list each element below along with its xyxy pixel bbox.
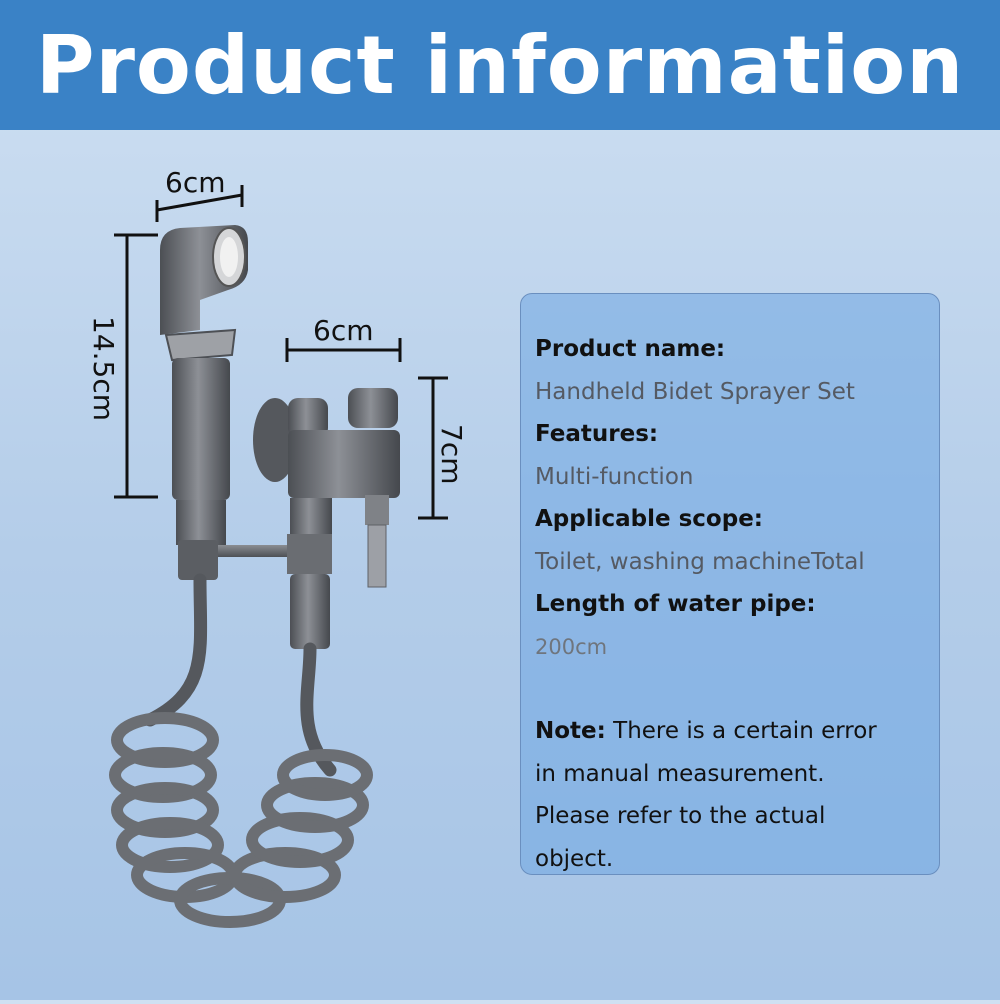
angle-valve-image bbox=[253, 388, 400, 649]
features-row: Features: bbox=[535, 413, 925, 456]
dim-label-handle-width: 6cm bbox=[165, 166, 225, 199]
features-value: Multi-function bbox=[535, 463, 694, 490]
scope-value-row: Toilet, washing machineTotal bbox=[535, 541, 925, 584]
product-name-value: Handheld Bidet Sprayer Set bbox=[535, 378, 855, 405]
note-block: Note: There is a certain error in manual… bbox=[535, 710, 925, 880]
pipe-label: Length of water pipe: bbox=[535, 591, 816, 617]
pipe-value-row: 200cm bbox=[535, 626, 925, 669]
dim-handle-width: 6cm bbox=[155, 166, 244, 222]
dim-valve-height: 7cm bbox=[418, 376, 468, 520]
product-name-label: Product name: bbox=[535, 336, 726, 362]
pipe-value: 200cm bbox=[535, 634, 608, 659]
product-name-value-row: Handheld Bidet Sprayer Set bbox=[535, 371, 925, 414]
dim-label-valve-width: 6cm bbox=[313, 314, 373, 347]
scope-label: Applicable scope: bbox=[535, 506, 763, 532]
scope-value: Toilet, washing machineTotal bbox=[535, 548, 865, 575]
dim-label-handle-height: 14.5cm bbox=[87, 316, 120, 421]
note-line-4: object. bbox=[535, 845, 614, 872]
note-label: Note: bbox=[535, 718, 606, 744]
dim-label-valve-height: 7cm bbox=[435, 424, 468, 484]
note-line-1: Note: There is a certain error bbox=[535, 710, 925, 753]
note-line-3: Please refer to the actual bbox=[535, 803, 826, 829]
note-text-1: There is a certain error bbox=[605, 718, 877, 744]
scope-row: Applicable scope: bbox=[535, 498, 925, 541]
features-value-row: Multi-function bbox=[535, 456, 925, 499]
dim-valve-width: 6cm bbox=[285, 314, 402, 362]
coiled-hose-image bbox=[109, 573, 373, 928]
note-line-2: in manual measurement. bbox=[535, 760, 825, 787]
sprayer-handle-image bbox=[160, 225, 298, 580]
features-label: Features: bbox=[535, 421, 659, 447]
pipe-row: Length of water pipe: bbox=[535, 583, 925, 626]
header-banner: Product information bbox=[0, 0, 1000, 130]
spacer bbox=[535, 668, 925, 710]
product-name-row: Product name: bbox=[535, 328, 925, 371]
product-illustration: 6cm 14.5cm 6cm 7cm bbox=[0, 130, 520, 1000]
dim-handle-height: 14.5cm bbox=[87, 233, 158, 499]
page-title: Product information bbox=[35, 18, 965, 112]
product-drawing: 6cm 14.5cm 6cm 7cm bbox=[87, 166, 468, 928]
info-card: Product name: Handheld Bidet Sprayer Set… bbox=[520, 293, 940, 875]
